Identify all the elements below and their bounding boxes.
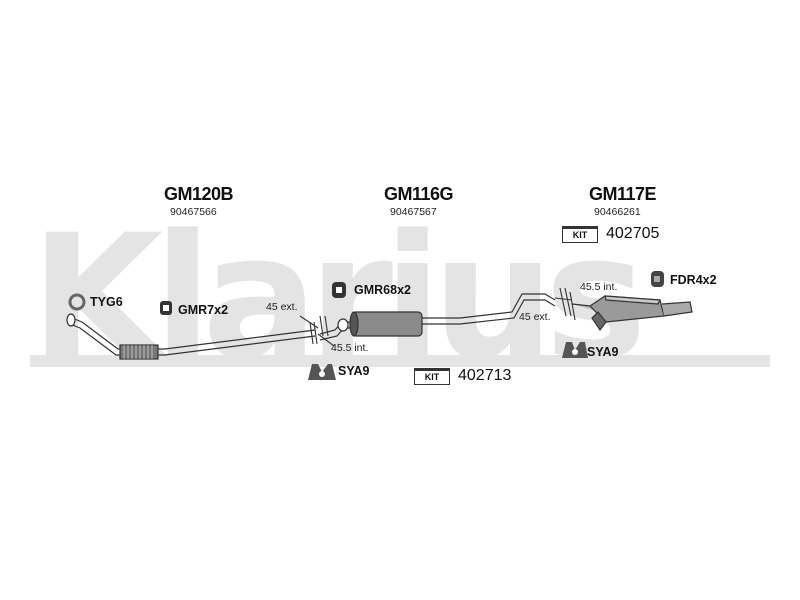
fitting-label-gmr7: GMR7x2 — [178, 303, 229, 317]
tyg-ring-icon — [68, 293, 86, 311]
kit-number: 402705 — [606, 225, 660, 242]
section-partnum-middle: 90467567 — [390, 206, 437, 218]
dim-left-ext: 45 ext. — [266, 301, 298, 313]
front-pipe — [66, 313, 316, 360]
fitting-label-sya-right: SYA9 — [587, 345, 619, 359]
kit-rear: KIT 402705 — [562, 225, 659, 243]
dim-right-int: 45.5 int. — [580, 281, 618, 293]
middle-silencer — [319, 293, 556, 341]
sya-clamp-left-icon — [308, 364, 336, 380]
kit-badge: KIT — [414, 367, 450, 385]
sya-clamp-right-icon — [562, 342, 588, 358]
fitting-label-gmr68: GMR68x2 — [354, 283, 411, 297]
fitting-label-fdr: FDR4x2 — [670, 273, 717, 287]
fitting-label-tyg: TYG6 — [90, 295, 123, 309]
section-partnum-rear: 90466261 — [594, 206, 641, 218]
fdr-rubber-icon — [651, 271, 664, 287]
dim-left-int: 45.5 int. — [331, 342, 369, 354]
rear-silencer — [571, 295, 693, 332]
left-joint-clamp — [299, 315, 335, 347]
right-joint-clamp — [554, 287, 576, 321]
kit-badge: KIT — [562, 225, 598, 243]
gmr7-rubber-icon — [160, 301, 172, 315]
kit-number: 402713 — [458, 367, 512, 384]
gmr68-rubber-icon — [332, 282, 346, 298]
kit-middle: KIT 402713 — [414, 367, 511, 385]
fitting-label-sya-left: SYA9 — [338, 364, 370, 378]
section-partnum-front: 90467566 — [170, 206, 217, 218]
section-code-middle: GM116G — [384, 184, 454, 204]
dim-right-ext: 45 ext. — [519, 311, 551, 323]
section-code-rear: GM117E — [589, 184, 657, 204]
section-code-front: GM120B — [164, 184, 234, 204]
